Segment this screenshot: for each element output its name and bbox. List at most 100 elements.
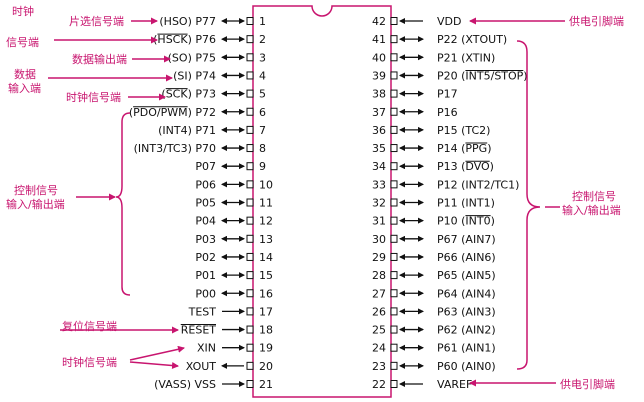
right-pin: 25 P62 (AIN2): [372, 324, 496, 337]
pin-label: P15 (TC2): [437, 124, 490, 137]
pin-number: 41: [372, 33, 386, 46]
pin-number: 16: [259, 287, 273, 300]
pin-number: 6: [259, 106, 266, 119]
pin-number: 22: [372, 378, 386, 391]
pin-square: [246, 71, 254, 80]
note-data-output: 数据输出端: [72, 52, 127, 66]
pin-label: P10 (INT0): [437, 215, 495, 228]
pin-square: [246, 35, 254, 44]
pin-square: [390, 307, 398, 316]
pin-label: P62 (AIN2): [437, 324, 496, 337]
pin-number: 14: [259, 251, 273, 264]
note-power-vdd: 供电引脚端: [569, 14, 624, 28]
pin-number: 12: [259, 215, 273, 228]
pin-number: 1: [259, 15, 266, 28]
pin-square: [390, 271, 398, 280]
right-pin: 36 P15 (TC2): [372, 124, 490, 137]
left-pin: 2(HSCK) P76: [153, 33, 266, 46]
arrow-clock-c-1: [129, 345, 185, 361]
note-data-input-2: 输入端: [8, 81, 41, 95]
pin-square: [390, 53, 398, 62]
pin-square: [390, 289, 398, 298]
pin-label: P04: [195, 215, 216, 228]
note-control-right-2: 输入/输出端: [562, 203, 621, 217]
left-pin: 8(INT3/TC3) P70: [134, 142, 266, 155]
pin-square: [246, 325, 254, 334]
pin-number: 20: [259, 360, 273, 373]
pin-square: [390, 216, 398, 225]
pin-number: 31: [372, 215, 386, 228]
pin-number: 25: [372, 324, 386, 337]
pin-label: P65 (AIN5): [437, 269, 496, 282]
pin-label: P14 (PPG): [437, 142, 492, 155]
pin-number: 18: [259, 324, 273, 337]
pin-square: [390, 234, 398, 243]
pin-label: P20 (INT5/STOP): [437, 69, 528, 82]
pin-square: [246, 89, 254, 98]
pin-number: 34: [372, 160, 386, 173]
left-pin: 7(INT4) P71: [158, 124, 266, 137]
pin-square: [246, 162, 254, 171]
pin-square: [390, 89, 398, 98]
note-clock-a-1: 时钟: [12, 4, 34, 18]
pin-number: 8: [259, 142, 266, 155]
pin-label: (INT4) P71: [158, 124, 216, 137]
pin-label: XIN: [197, 342, 216, 355]
pin-square: [246, 180, 254, 189]
brace-control-left: [115, 112, 131, 296]
right-pin: 24 P61 (AIN1): [372, 342, 496, 355]
pin-label: P67 (AIN7): [437, 233, 496, 246]
left-pin: 5 (SCK) P73: [161, 88, 266, 101]
pin-number: 36: [372, 124, 386, 137]
pin-label: P12 (INT2/TC1): [437, 178, 519, 191]
pin-label: P17: [437, 88, 458, 101]
pin-square: [246, 380, 254, 388]
pin-number: 21: [259, 378, 273, 391]
pin-square: [246, 252, 254, 261]
pin-label: P02: [195, 251, 216, 264]
pin-label: P00: [195, 287, 216, 300]
brace-control-right: [516, 40, 541, 370]
pin-label: (SCK) P73: [161, 88, 216, 101]
left-pin: 3(SO) P75: [168, 51, 266, 64]
pin-square: [246, 343, 254, 352]
pin-number: 24: [372, 342, 386, 355]
note-reset: 复位信号端: [62, 319, 117, 333]
pin-label: (HSO) P77: [159, 15, 216, 28]
left-pin: 21(VASS) VSS: [154, 378, 273, 391]
pin-square: [390, 162, 398, 171]
left-pin: 14 P02: [195, 251, 273, 264]
pin-number: 37: [372, 106, 386, 119]
pin-number: 42: [372, 15, 386, 28]
pin-number: 27: [372, 287, 386, 300]
pin-number: 38: [372, 88, 386, 101]
note-control-left-2: 输入/输出端: [6, 197, 65, 211]
note-control-right-1: 控制信号: [572, 189, 616, 203]
pin-square: [390, 252, 398, 261]
pin-number: 5: [259, 88, 266, 101]
pin-number: 26: [372, 305, 386, 318]
pin-square: [246, 216, 254, 225]
pin-number: 40: [372, 51, 386, 64]
right-pin: 38 P17: [372, 88, 458, 101]
pin-label: P03: [195, 233, 216, 246]
pin-label: P66 (AIN6): [437, 251, 496, 264]
pin-label: (SO) P75: [168, 51, 216, 64]
pin-label: P61 (AIN1): [437, 342, 496, 355]
pin-label: (HSCK) P76: [153, 33, 216, 46]
